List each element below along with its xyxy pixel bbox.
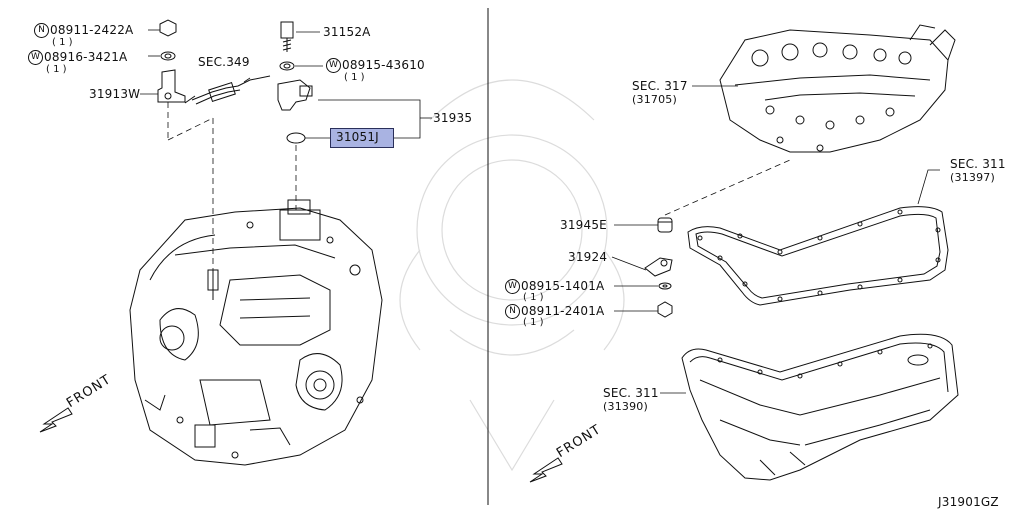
dashed-guides-right [664,159,791,216]
transmission-case [129,199,383,466]
leader-lines-left [140,29,432,139]
speed-sensor-sec349 [184,75,271,105]
part-sec349[interactable]: SEC.349 [198,55,250,69]
highlighted-part-31051J[interactable] [330,128,394,148]
part-31935[interactable]: 31935 [433,111,473,125]
n-badge-08911-2401A: N [505,304,520,319]
part-08915-1401A[interactable]: 08915-1401A [521,279,605,293]
dashed-guides-left [167,102,297,270]
bolt-08911-2422A [159,19,177,37]
sensor-31935 [277,79,313,111]
part-sec317-sub: (31705) [632,93,677,106]
diagram-code: J31901GZ [938,495,999,509]
nut-08911-2401A [657,301,673,318]
bracket-31913W [157,69,186,103]
part-sec311-top[interactable]: SEC. 311 [950,157,1006,171]
o-ring-31051J [286,132,306,144]
qty-08916-3421A: ( 1 ) [46,64,67,75]
part-31152A[interactable]: 31152A [323,25,371,39]
control-valve-assembly [719,24,956,153]
oil-pan [681,333,959,481]
front-arrow-right [529,457,563,483]
bolt-31152A [280,21,294,52]
part-08915-43610[interactable]: 08915-43610 [342,58,425,72]
strainer-31945E [657,217,673,233]
part-sec311-top-sub: (31397) [950,171,995,184]
part-31924[interactable]: 31924 [568,250,608,264]
w-badge-08915-1401A: W [505,279,520,294]
qty-08915-43610: ( 1 ) [344,72,365,83]
front-arrow-left [39,407,73,433]
qty-08911-2401A: ( 1 ) [523,317,544,328]
part-sec317[interactable]: SEC. 317 [632,79,688,93]
part-08916-3421A[interactable]: 08916-3421A [44,50,128,64]
part-31913W[interactable]: 31913W [89,87,141,101]
part-31051J[interactable]: 31051J [336,130,379,144]
w-badge-08915-43610: W [326,58,341,73]
washer-08915-1401A [658,282,672,290]
qty-08911-2422A: ( 1 ) [52,37,73,48]
washer-08915-43610 [279,61,295,71]
part-08911-2401A[interactable]: 08911-2401A [521,304,605,318]
part-08911-2422A[interactable]: 08911-2422A [50,23,134,37]
w-badge-08916-3421A: W [28,50,43,65]
leader-lines-right [611,85,940,394]
part-31945E[interactable]: 31945E [560,218,607,232]
part-sec311-pan[interactable]: SEC. 311 [603,386,659,400]
part-sec311-pan-sub: (31390) [603,400,648,413]
washer-08916-3421A [160,51,176,61]
oil-pan-gasket [687,206,949,306]
n-badge-08911-2422A: N [34,23,49,38]
watermark-emblem [399,79,625,472]
bracket-31924 [644,257,673,277]
qty-08915-1401A: ( 1 ) [523,292,544,303]
